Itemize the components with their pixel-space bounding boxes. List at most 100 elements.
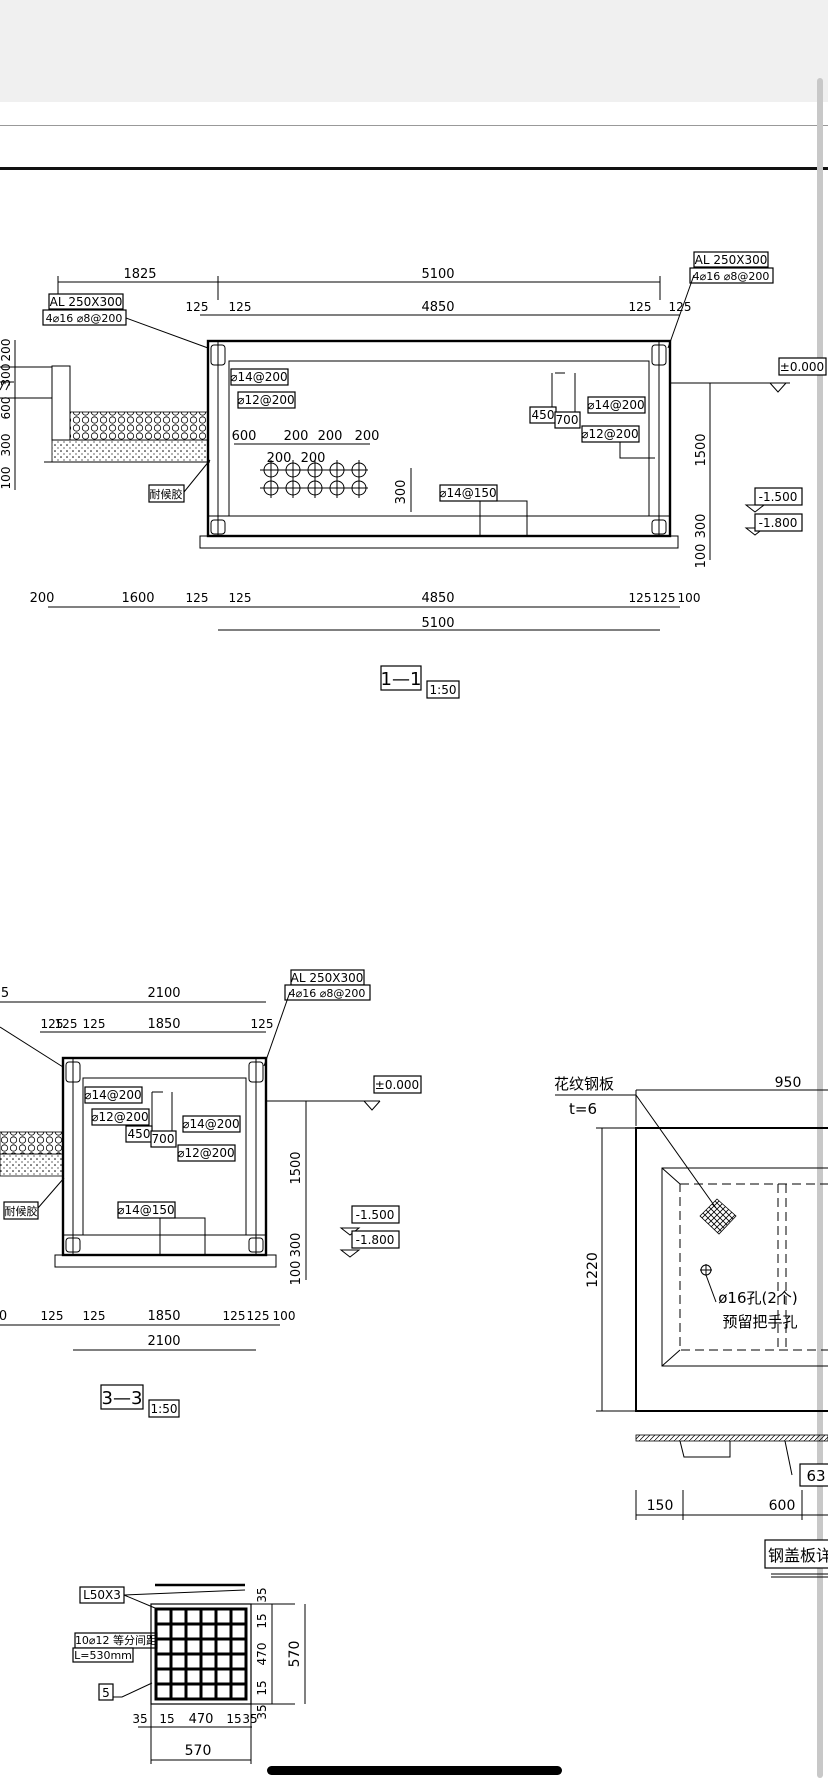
svg-text:35: 35 (132, 1712, 147, 1726)
base-slab (199, 535, 679, 549)
grille-detail: L50X3 10⌀12 等分间距 L=530mm 5 35 15 470 15 … (72, 1583, 306, 1764)
dim-inner-top: 4850 (421, 300, 454, 315)
section-3-3-title: 3—3 (102, 1388, 143, 1409)
svg-text:300: 300 (0, 434, 13, 457)
handle-note: 预留把手孔 (722, 1313, 797, 1331)
level-bottom: -1.800 (759, 516, 798, 530)
svg-text:125: 125 (653, 591, 676, 605)
svg-text:600: 600 (232, 429, 257, 444)
svg-text:200: 200 (284, 429, 309, 444)
viewer-top-bar (0, 0, 828, 102)
svg-text:1500: 1500 (694, 433, 709, 466)
svg-text:450: 450 (532, 408, 555, 422)
cover-material: 花纹钢板 (554, 1075, 614, 1093)
svg-text:100: 100 (0, 467, 13, 490)
svg-text:15: 15 (226, 1712, 241, 1726)
svg-text:125: 125 (229, 591, 252, 605)
rebar-left-a: ⌀14@200 (230, 370, 287, 384)
sealant-label: 耐候胶 (150, 487, 183, 501)
drawing-frame-top (0, 167, 828, 170)
svg-text:125: 125 (41, 1309, 64, 1323)
svg-text:10⌀12 等分间距: 10⌀12 等分间距 (75, 1633, 157, 1647)
concrete-fill (51, 439, 209, 463)
svg-text:125: 125 (251, 1017, 274, 1031)
rebar-right-b: ⌀12@200 (581, 427, 638, 441)
beam-right-size: AL 250X300 (695, 253, 768, 267)
dim-span-top: 5100 (421, 267, 454, 282)
svg-text:35: 35 (255, 1587, 269, 1602)
svg-text:⌀14@200: ⌀14@200 (84, 1088, 141, 1102)
cover-plate-detail: 花纹钢板 t=6 950 ø16孔(2个) 预留把手孔 1220 63 150 … (554, 1075, 828, 1578)
svg-text:0: 0 (0, 1309, 7, 1324)
svg-text:470: 470 (189, 1712, 214, 1727)
cover-title: 钢盖板详 (768, 1546, 828, 1565)
svg-text:125: 125 (247, 1309, 270, 1323)
svg-text:-1.500: -1.500 (356, 1208, 395, 1222)
cover-width: 950 (775, 1075, 802, 1091)
beam-3-3-rebar: 4⌀16 ⌀8@200 (289, 987, 366, 1000)
rebar-right-a: ⌀14@200 (587, 398, 644, 412)
home-indicator[interactable] (267, 1766, 562, 1775)
section-3-3-scale: 1:50 (151, 1402, 178, 1416)
svg-text:5: 5 (102, 1686, 110, 1700)
svg-text:125: 125 (55, 1017, 78, 1031)
svg-text:200: 200 (355, 429, 380, 444)
svg-text:5100: 5100 (421, 616, 454, 631)
rebar-left-b: ⌀12@200 (237, 393, 294, 407)
svg-text:570: 570 (185, 1743, 212, 1759)
rebar-bottom: ⌀14@150 (439, 486, 496, 500)
svg-text:L=530mm: L=530mm (74, 1649, 132, 1662)
svg-text:300: 300 (694, 514, 709, 539)
svg-text:-1.800: -1.800 (356, 1233, 395, 1247)
svg-text:200: 200 (267, 451, 292, 466)
section-1-1-scale: 1:50 (430, 683, 457, 697)
svg-text:200: 200 (0, 339, 13, 362)
svg-text:耐候胶: 耐候胶 (5, 1204, 38, 1218)
gravel-layer (69, 411, 209, 441)
svg-text:570: 570 (287, 1641, 303, 1668)
svg-text:100: 100 (678, 591, 701, 605)
svg-text:⌀12@200: ⌀12@200 (91, 1110, 148, 1124)
svg-text:300: 300 (289, 1233, 304, 1258)
svg-text:470: 470 (255, 1643, 269, 1666)
svg-text:125: 125 (669, 300, 692, 314)
pipe-openings (260, 460, 368, 498)
svg-text:t=6: t=6 (569, 1100, 597, 1118)
section-3-3: 5 2100 1850 125 125 125 125 AL 250X300 4… (0, 969, 422, 1418)
level-mid: -1.500 (759, 490, 798, 504)
svg-text:100: 100 (694, 544, 709, 569)
svg-text:125: 125 (186, 300, 209, 314)
svg-text:125: 125 (629, 591, 652, 605)
beam-3-3-size: AL 250X300 (291, 971, 364, 985)
level-top: ±0.000 (780, 360, 824, 374)
svg-text:⌀12@200: ⌀12@200 (177, 1146, 234, 1160)
svg-text:200: 200 (301, 451, 326, 466)
svg-text:1600: 1600 (121, 591, 154, 606)
svg-text:125: 125 (229, 300, 252, 314)
vertical-scrollbar[interactable] (817, 78, 823, 1778)
svg-text:35: 35 (255, 1704, 269, 1719)
svg-text:5: 5 (1, 986, 9, 1001)
svg-text:700: 700 (556, 413, 579, 427)
svg-text:125: 125 (83, 1017, 106, 1031)
dim-overall: 1825 (123, 267, 156, 282)
svg-text:600: 600 (0, 397, 13, 420)
svg-text:125: 125 (41, 1017, 64, 1031)
svg-text:4850: 4850 (421, 591, 454, 606)
svg-text:63: 63 (806, 1467, 825, 1485)
svg-text:2100: 2100 (147, 986, 180, 1001)
beam-left-rebar: 4⌀16 ⌀8@200 (46, 312, 123, 325)
svg-text:⌀14@150: ⌀14@150 (117, 1203, 174, 1217)
hole-note: ø16孔(2个) (718, 1289, 798, 1307)
svg-text:100: 100 (289, 1261, 304, 1286)
svg-text:450: 450 (128, 1127, 151, 1141)
svg-text:200: 200 (318, 429, 343, 444)
svg-text:125: 125 (629, 300, 652, 314)
svg-text:125: 125 (223, 1309, 246, 1323)
svg-text:15: 15 (255, 1613, 269, 1628)
svg-text:⌀14@200: ⌀14@200 (182, 1117, 239, 1131)
svg-text:±0.000: ±0.000 (375, 1078, 419, 1092)
cover-height: 1220 (585, 1252, 601, 1288)
svg-text:125: 125 (186, 591, 209, 605)
